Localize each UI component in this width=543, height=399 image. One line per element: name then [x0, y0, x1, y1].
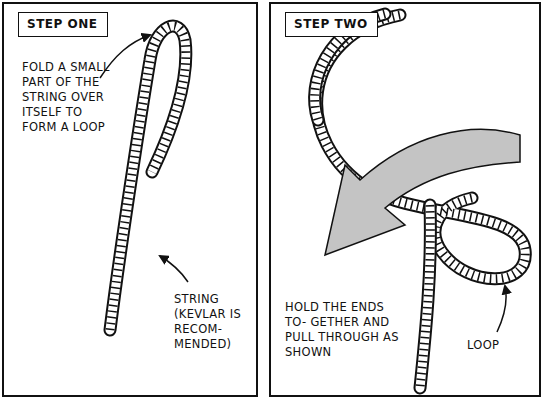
step-title: STEP ONE [19, 13, 107, 35]
string-strand [420, 205, 430, 388]
annotation: FOLD A SMALL PART OF THE STRING OVER ITS… [22, 60, 118, 135]
string-strand [317, 15, 526, 279]
step-label-box: STEP ONE [18, 12, 108, 37]
string-strand [317, 15, 526, 279]
pointer-arrow [160, 256, 188, 282]
annotation: HOLD THE ENDS TO- GETHER AND PULL THROUG… [285, 300, 403, 360]
comic-panel: HOLD THE ENDS TO- GETHER AND PULL THROUG… [269, 2, 541, 397]
pointer-arrow [497, 286, 506, 332]
string-strand [420, 205, 430, 388]
string-strand [317, 15, 526, 279]
string-strand [420, 205, 430, 388]
step-title: STEP TWO [286, 13, 377, 35]
string [110, 26, 186, 330]
pull-arrow [325, 129, 520, 255]
step-label-box: STEP TWO [285, 12, 378, 37]
annotation: STRING (KEVLAR IS RECOM- MENDED) [174, 292, 256, 352]
comic-panel: FOLD A SMALL PART OF THE STRING OVER ITS… [2, 2, 258, 397]
annotation: LOOP [467, 338, 517, 353]
